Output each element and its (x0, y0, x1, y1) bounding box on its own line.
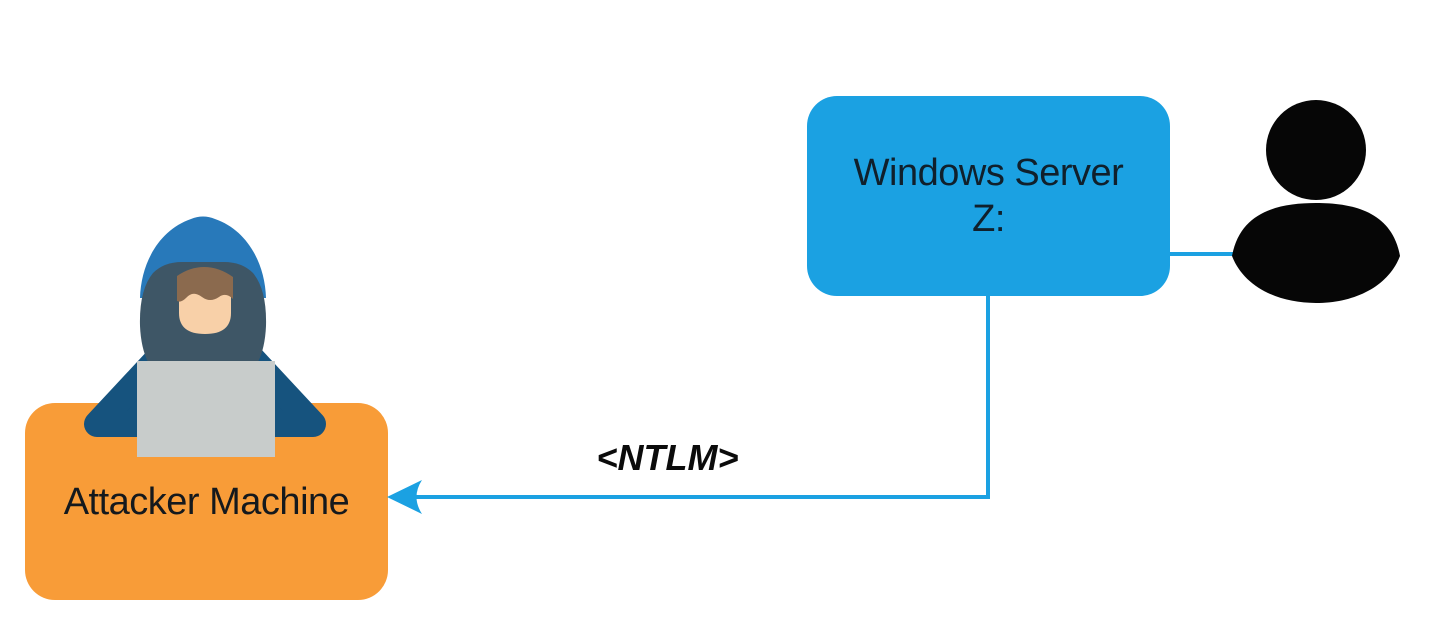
windows-server-label-line1: Windows Server (853, 152, 1124, 194)
arrowhead-left-icon (387, 480, 422, 514)
hacker-inner-hood (139, 262, 267, 362)
user-head (1266, 100, 1366, 200)
ntlm-connector-label: <NTLM> (596, 437, 739, 478)
attacker-machine-label: Attacker Machine (63, 480, 350, 523)
windows-server-node: Windows Server Z: (807, 96, 1170, 296)
user-silhouette-icon (1232, 100, 1400, 303)
windows-server-label-line2: Z: (972, 198, 1005, 240)
hacker-face (179, 278, 231, 334)
attacker-machine-node: Attacker Machine (25, 403, 388, 600)
hacker-hair (177, 267, 233, 302)
hacker-hood (140, 216, 266, 298)
user-torso (1232, 203, 1400, 303)
